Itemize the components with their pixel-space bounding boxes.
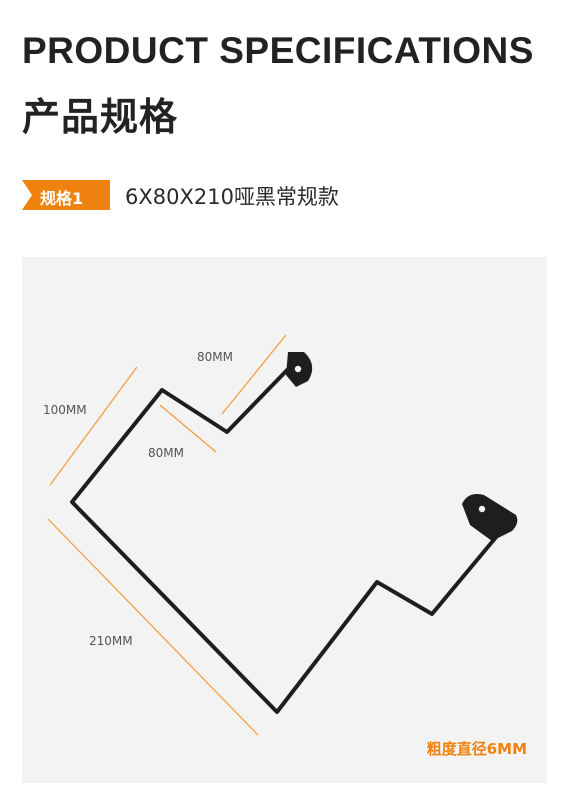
dim-line-middle-80 [159,404,217,453]
hook-rod [70,362,504,714]
dim-label-bottom: 210MM [89,634,133,648]
spec-description: 6X80X210哑黑常规款 [125,185,339,209]
dim-label-left: 100MM [43,403,87,417]
dim-line-left-100 [49,366,138,486]
dim-line-top-80 [221,334,287,415]
mounting-tab-top [286,352,313,387]
hook-diagram: 80MM 80MM 100MM 210MM [43,334,518,736]
dim-label-top: 80MM [197,350,233,364]
title-chinese: 产品规格 [22,95,179,139]
dim-label-middle: 80MM [148,446,184,460]
spec-badge [22,180,110,210]
product-diagram-panel: 80MM 80MM 100MM 210MM 粗度直径6MM [22,257,547,783]
mounting-tab-right [462,494,518,541]
spec-badge-label: 规格1 [40,189,84,208]
dim-line-bottom-210 [47,518,259,736]
thickness-note: 粗度直径6MM [426,740,527,758]
title-english: PRODUCT SPECIFICATIONS [22,30,534,71]
